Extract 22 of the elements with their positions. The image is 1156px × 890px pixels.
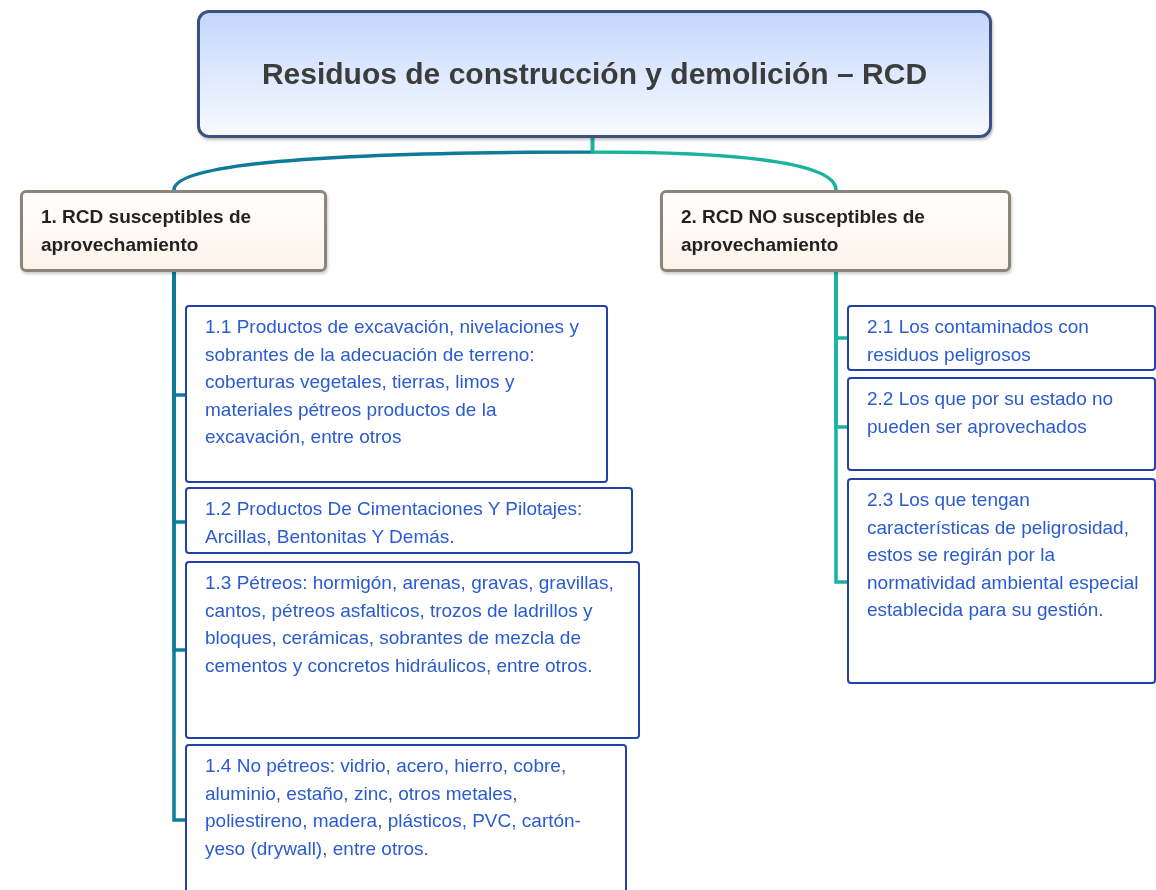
- category-box: [660, 190, 1011, 272]
- category-box: [20, 190, 327, 272]
- node-text: 1.4 No pétreos: vidrio, acero, hierro, cobre, aluminio, estaño, zinc, otros metales, poliestireno, madera, plásticos, PVC, cartón-yeso (drywall), entre otros.: [205, 755, 581, 859]
- node-text: 2. RCD NO susceptibles de aprovechamiento: [681, 206, 925, 255]
- connector-line: [834, 272, 847, 584]
- node-text: 1.3 Pétreos: hormigón, arenas, gravas, gravillas, cantos, pétreos asfalticos, trozos de ladrillos y bloques, cerámicas, sobrantes de mezcla de cementos y concretos hidráulicos, entre otros.: [205, 572, 614, 676]
- node-text: 2.3 Los que tengan características de peligrosidad, estos se regirán por la normatividad ambiental especial establecida para su gestión.: [867, 489, 1139, 620]
- node-text: Residuos de construcción y demolición – RCD: [261, 57, 928, 90]
- item-box: [847, 478, 1156, 684]
- title-box: [197, 10, 992, 138]
- node-text: 1.1 Productos de excavación, nivelaciones y sobrantes de la adecuación de terreno: coberturas vegetales, tierras, limos y materiales pétreos productos de la excavación, entre otros: [205, 316, 579, 447]
- item-box: [185, 305, 608, 483]
- node-text: 2.2 Los que por su estado no pueden ser aprovechados: [867, 388, 1114, 437]
- item-box: [847, 305, 1156, 371]
- item-box: [185, 561, 640, 739]
- item-box: [185, 744, 627, 890]
- connector-line: [590, 138, 838, 191]
- node-text: 2.1 Los contaminados con residuos peligrosos: [867, 316, 1089, 365]
- node-text: 1. RCD susceptibles de aprovechamiento: [41, 206, 252, 255]
- item-box: [847, 377, 1156, 471]
- node-text: 1.2 Productos De Cimentaciones Y Pilotajes: Arcillas, Bentonitas Y Demás.: [205, 498, 583, 547]
- item-box: [185, 487, 633, 554]
